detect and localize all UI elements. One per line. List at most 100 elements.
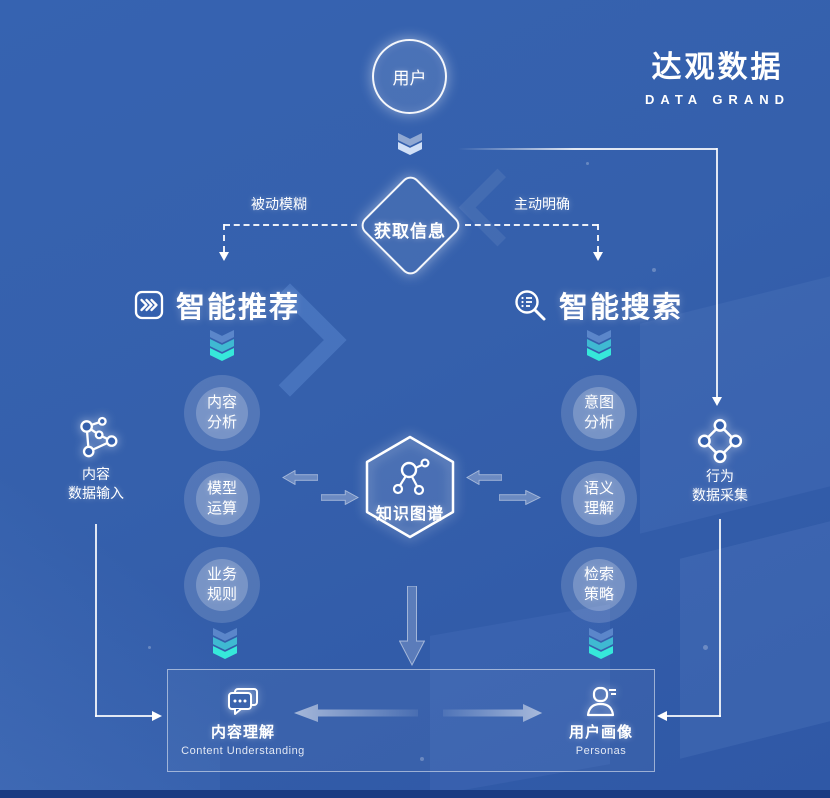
arrow-right-icon [499,490,541,505]
person-icon [586,686,616,717]
content-understanding-subtitle: Content Understanding [181,745,305,757]
content-understanding-title: 内容理解 [210,724,275,741]
teal-chevrons-search [587,330,611,361]
behavior-data-collection-line1: 行为 [706,468,734,484]
connector-left-h [95,715,152,717]
arrowhead-left [657,711,667,721]
connector-top-right-v [716,148,718,398]
fast-forward-icon [134,290,164,320]
background-dot [148,646,151,649]
section-recommend-heading: 智能推荐 [134,284,300,326]
dashed-line-left-down [223,224,225,252]
dashed-line-left [224,224,357,226]
chevron-down-icon [589,628,613,641]
personas-title: 用户画像 [568,724,633,741]
branch-label-active: 主动明确 [514,196,570,212]
step-label: 运算 [206,500,237,517]
chevron-down-icon [398,133,422,146]
teal-chevrons-recommend [210,330,234,361]
chevron-down-icon [587,348,611,361]
step-label: 规则 [206,586,237,603]
background-dot [652,268,656,272]
chevron-down-icon [213,628,237,641]
step-label: 意图 [583,394,614,411]
hexagon-shape [365,435,455,539]
arrowhead-down [593,252,603,261]
step-label: 业务 [206,566,237,583]
content-understanding-block: 内容理解 Content Understanding [163,686,323,757]
behavior-data-collection-line2: 数据采集 [692,487,748,503]
step-label: 策略 [583,586,614,603]
arrowhead-down [219,252,229,261]
output-box: 内容理解 Content Understanding 用户画像 Personas [167,669,655,772]
arrow-down-long [399,586,425,666]
user-node-label: 用户 [392,69,427,88]
search-icon [515,290,546,321]
brand-name-cn: 达观数据 [651,51,784,84]
chevron-down-icon [210,339,234,352]
connector-right-v [719,519,721,717]
background-building-shape [680,521,830,759]
connector-top-right-h [458,148,717,150]
personas-subtitle: Personas [575,745,627,757]
acquire-info-label: 获取信息 [374,222,446,241]
step-retrieval-strategy: 检索 策略 [561,547,637,623]
branch-label-passive: 被动模糊 [251,196,307,212]
arrow-left-icon [466,470,502,485]
brand-name-en: DATA GRAND [645,92,790,107]
behavior-data-collection: 行为 数据采集 [665,416,775,504]
chat-bubble-icon [228,688,258,715]
step-label: 语义 [583,480,614,497]
connector-right-h [664,715,721,717]
chevron-down-icon [398,142,422,155]
background-dot [703,645,708,650]
chevron-down-icon [587,339,611,352]
chevron-down-icon [213,637,237,650]
chevron-down-icon [589,637,613,650]
arrowhead-right [152,711,162,721]
diamond-nodes-icon [697,418,743,464]
step-label: 分析 [206,414,237,431]
step-label: 检索 [583,566,614,583]
section-search-title: 智能搜索 [559,292,684,324]
teal-chevrons-to-personas [589,628,613,659]
step-model-computation: 模型 运算 [184,461,260,537]
down-chevrons-user [398,133,422,155]
section-search-heading: 智能搜索 [513,284,683,326]
step-label: 内容 [206,394,237,411]
step-business-rules: 业务 规则 [184,547,260,623]
content-data-input-line2: 数据输入 [68,485,124,501]
arrow-right-icon [443,704,543,722]
chevron-down-icon [587,330,611,343]
knowledge-graph-label: 知识图谱 [375,506,444,523]
content-data-input-line1: 内容 [82,466,110,482]
chevron-down-icon [213,646,237,659]
step-content-analysis: 内容 分析 [184,375,260,451]
arrow-left-icon [282,470,318,485]
bottom-dark-bar [0,790,830,798]
network-nodes-icon [80,416,118,458]
step-label: 模型 [206,480,237,497]
dashed-line-right-down [597,224,599,252]
step-label: 分析 [583,414,614,431]
step-label: 理解 [583,500,614,517]
connector-left-v [95,524,97,717]
dashed-line-right [465,224,598,226]
arrowhead-down [712,397,722,406]
background-dot [586,162,589,165]
chevron-down-icon [210,330,234,343]
step-semantic-understanding: 语义 理解 [561,461,637,537]
chevron-down-icon [589,646,613,659]
teal-chevrons-to-content [213,628,237,659]
chevron-down-icon [210,348,234,361]
user-node: 用户 [372,39,447,114]
knowledge-graph-icon [392,458,430,496]
arrow-right-icon [321,490,359,505]
step-intent-analysis: 意图 分析 [561,375,637,451]
personas-block: 用户画像 Personas [521,686,681,757]
content-data-input: 内容 数据输入 [41,414,151,502]
section-recommend-title: 智能推荐 [176,292,301,324]
arrow-left-icon [294,704,418,722]
knowledge-graph-node: 知识图谱 [361,433,459,541]
